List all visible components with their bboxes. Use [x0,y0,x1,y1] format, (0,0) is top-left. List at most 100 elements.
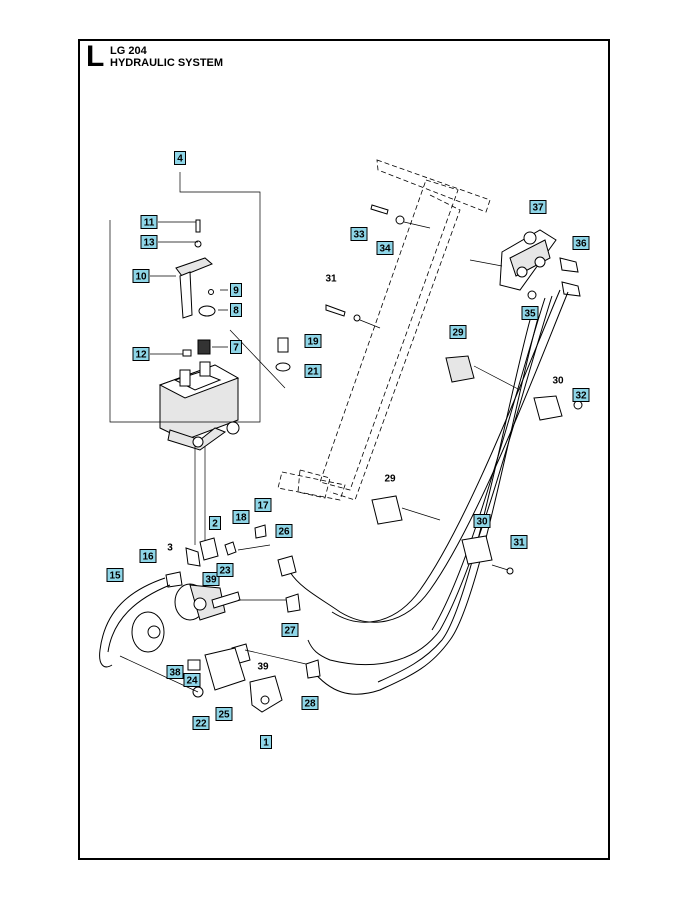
callout-number: 15 [109,571,121,582]
callout-c28: 28 [301,696,319,710]
callout-box [572,388,590,402]
callout-c18: 18 [232,510,250,524]
callout-number: 24 [186,676,198,687]
callout-number: 27 [284,626,296,637]
callout-number: 16 [142,552,154,563]
callout-number: 12 [135,350,147,361]
column-hardware [275,204,583,575]
callout-c11: 11 [140,215,158,229]
callout-c9: 9 [230,283,242,297]
callout-box [215,707,233,721]
callout-c17: 17 [254,498,272,512]
callout-number: 28 [304,699,316,710]
callout-box [529,200,547,214]
oil-reservoir [109,172,286,451]
callout-box [166,665,184,679]
callout-box [230,283,242,297]
callout-box [572,236,590,250]
callout-c29b: 29 [384,474,396,485]
callout-c31b: 31 [510,535,528,549]
callout-number: 30 [476,517,488,528]
callout-box [230,303,242,317]
steering-column [277,159,491,501]
callout-box [140,215,158,229]
callout-number: 29 [384,474,396,485]
callout-c39a: 39 [202,572,220,586]
callout-c26: 26 [275,524,293,538]
callout-box [140,235,158,249]
callout-c30b: 30 [473,514,491,528]
callout-number: 19 [307,337,319,348]
callout-number: 32 [575,391,587,402]
callout-box [449,325,467,339]
callout-c1: 1 [260,735,272,749]
callout-box [254,498,272,512]
section-letter: L [86,40,105,73]
callout-c25: 25 [215,707,233,721]
callout-c7: 7 [230,340,242,354]
callout-box [260,735,272,749]
callout-c30a: 30 [552,376,564,387]
callout-number: 23 [219,566,231,577]
callout-number: 39 [257,662,269,673]
callout-number: 35 [524,309,536,320]
callout-c12: 12 [132,347,150,361]
callout-number: 22 [195,719,207,730]
callout-box [301,696,319,710]
callout-number: 17 [257,501,269,512]
callout-c15: 15 [106,568,124,582]
callout-number: 10 [135,272,147,283]
callout-box [232,510,250,524]
callout-number: 7 [233,343,239,354]
callout-c34: 34 [376,241,394,255]
callout-box [281,623,299,637]
callout-c38: 38 [166,665,184,679]
callout-box [174,151,186,165]
callout-box [304,364,322,378]
callout-c16: 16 [139,549,157,563]
callout-number: 39 [205,575,217,586]
callout-c10: 10 [132,269,150,283]
hydraulic-lines [289,289,569,695]
callout-c31a: 31 [325,274,337,285]
callout-box [275,524,293,538]
callout-box [510,535,528,549]
callout-box [209,516,221,530]
callout-c4: 4 [174,151,186,165]
model-name: LG 204 [110,45,147,57]
callout-box [216,563,234,577]
callout-number: 31 [513,538,525,549]
callout-box [106,568,124,582]
callout-box [376,241,394,255]
callout-c37: 37 [529,200,547,214]
callout-number: 3 [167,543,173,554]
callout-number: 21 [307,367,319,378]
callout-number: 2 [212,519,218,530]
callout-number: 38 [169,668,181,679]
callout-c22: 22 [192,716,210,730]
callout-box [132,347,150,361]
callout-number: 36 [575,239,587,250]
pump-and-fittings [99,446,321,713]
callout-c29a: 29 [449,325,467,339]
callout-c2: 2 [209,516,221,530]
callout-box [202,572,220,586]
callout-c36: 36 [572,236,590,250]
callout-c21: 21 [304,364,322,378]
callout-c39b: 39 [257,662,269,673]
callout-c13: 13 [140,235,158,249]
callout-number: 33 [353,230,365,241]
callout-number: 34 [379,244,391,255]
callout-box [521,306,539,320]
callout-c23: 23 [216,563,234,577]
callout-c33: 33 [350,227,368,241]
callout-box [350,227,368,241]
callout-box [139,549,157,563]
callout-box [192,716,210,730]
callout-number: 4 [177,154,183,165]
callout-box [473,514,491,528]
callout-c35: 35 [521,306,539,320]
callout-number: 13 [143,238,155,249]
callout-c24: 24 [183,673,201,687]
callout-labels: 4111310987121921333431373635293032291718… [106,151,590,749]
